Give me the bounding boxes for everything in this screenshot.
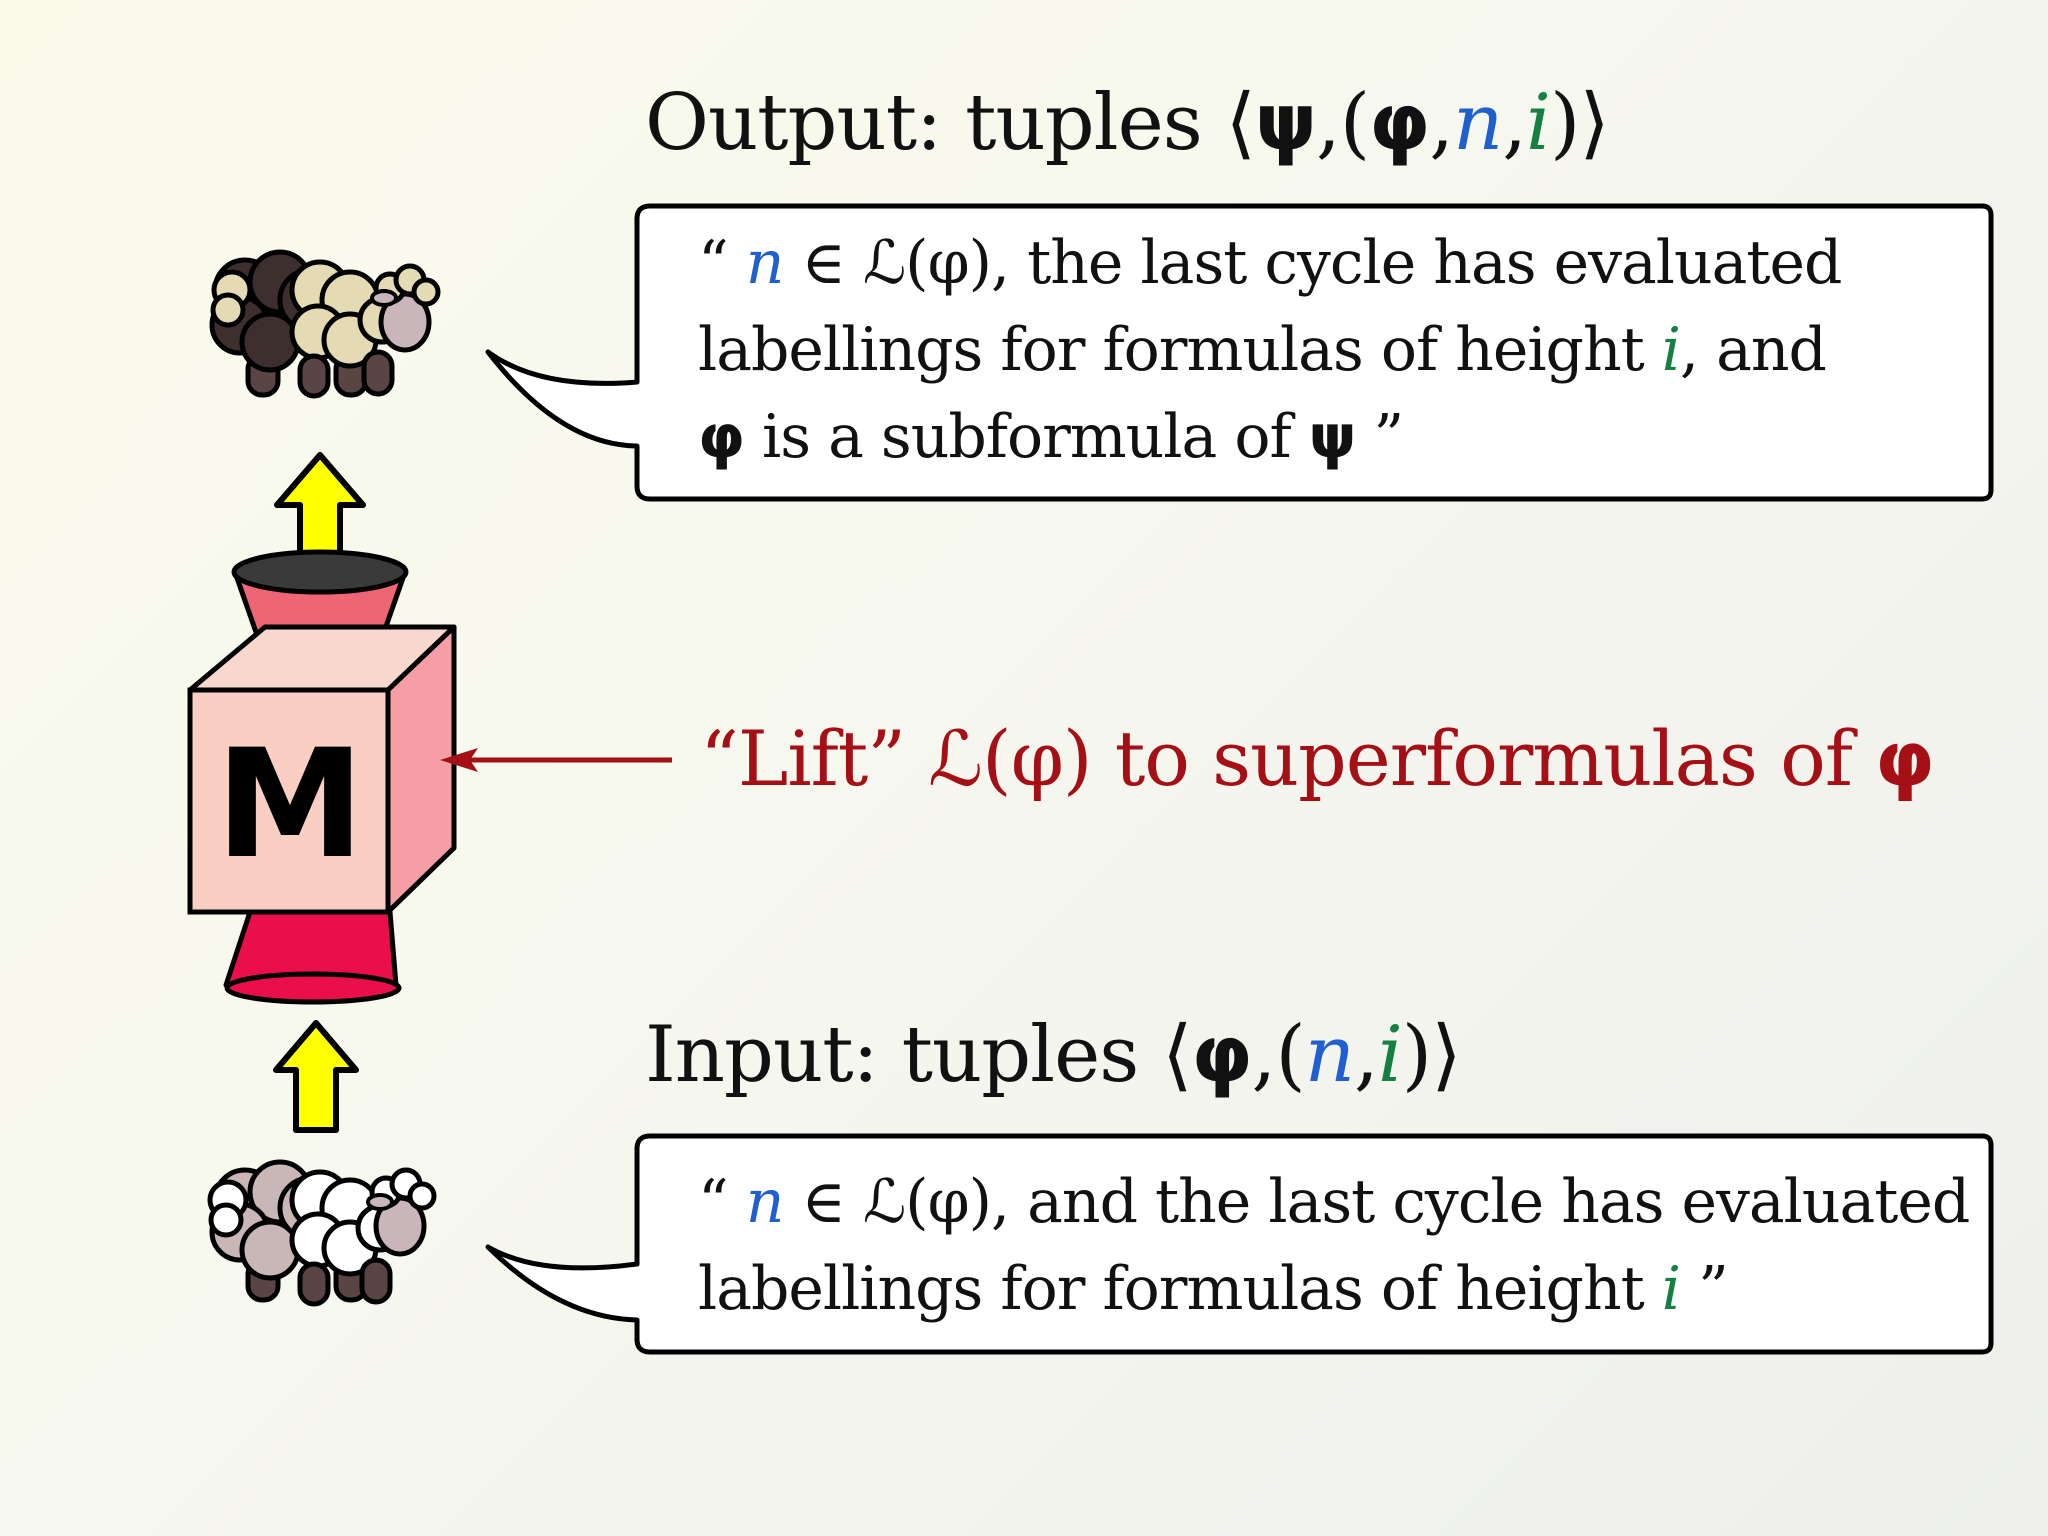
input-line-2: labellings for formulas of height i ”: [698, 1246, 1969, 1333]
output-line-2-text: labellings for formulas of height: [698, 315, 1662, 385]
input-line-2-i: i: [1661, 1254, 1681, 1324]
output-heading-text: Output: tuples: [645, 78, 1203, 168]
input-tuple-phi: φ: [1191, 1010, 1253, 1100]
light-sheep-icon: [207, 1159, 437, 1307]
input-heading-text: Input: tuples: [645, 1010, 1139, 1100]
output-line-1-text: ℒ(φ), the last cycle has evaluated: [862, 228, 1842, 298]
lift-label-phi: φ: [1875, 714, 1934, 803]
output-line-3-phi: φ: [698, 402, 745, 472]
lift-label-text: “Lift” ℒ(φ) to superformulas of: [700, 714, 1876, 803]
output-tuple-n: n: [1452, 78, 1503, 168]
dark-sheep-icon: [209, 249, 441, 399]
input-line-2-end: ”: [1680, 1254, 1729, 1324]
input-line-1-text: ℒ(φ), and the last cycle has evaluated: [862, 1167, 1970, 1237]
output-line-3-end: ”: [1355, 402, 1404, 472]
output-line-1-in: ∈: [783, 228, 863, 298]
up-arrow-icon: [274, 452, 366, 569]
output-tuple-psi: ψ: [1255, 78, 1317, 168]
machine-box-icon: [187, 549, 457, 1005]
output-heading: Output: tuples ⟨ψ,(φ,n,i)⟩: [645, 78, 1610, 168]
input-tuple-n: n: [1304, 1010, 1355, 1100]
output-tuple-phi: φ: [1369, 78, 1430, 168]
input-line-1-n: n: [745, 1167, 785, 1237]
up-arrow-icon: [273, 1020, 359, 1133]
output-line-3-psi: ψ: [1308, 402, 1357, 472]
input-line-1: “ n ∈ ℒ(φ), and the last cycle has evalu…: [698, 1167, 1970, 1237]
output-line-3-text: is a subformula of: [743, 402, 1309, 472]
output-tuple-i: i: [1526, 78, 1551, 168]
input-heading: Input: tuples ⟨φ,(n,i)⟩: [645, 1010, 1462, 1100]
input-line-1-in: ∈: [783, 1167, 863, 1237]
output-line-2: labellings for formulas of height i, and: [698, 307, 1841, 394]
output-line-2-i: i: [1661, 315, 1681, 385]
output-speech-bubble: [485, 203, 1994, 502]
output-line-3: φ is a subformula of ψ ”: [698, 394, 1841, 481]
output-description: “ n ∈ ℒ(φ), the last cycle has evaluated…: [698, 220, 1842, 481]
input-tuple-i: i: [1377, 1010, 1403, 1100]
output-line-2-end: , and: [1680, 315, 1827, 385]
input-description: “ n ∈ ℒ(φ), and the last cycle has evalu…: [698, 1159, 1970, 1333]
lift-label: “Lift” ℒ(φ) to superformulas of φ: [700, 714, 1935, 803]
input-line-2-text: labellings for formulas of height: [698, 1254, 1662, 1324]
lift-arrow: [440, 748, 672, 772]
input-speech-bubble: [485, 1133, 1994, 1355]
machine-label: M: [215, 718, 365, 892]
output-line-1: “ n ∈ ℒ(φ), the last cycle has evaluated: [698, 228, 1842, 298]
output-line-1-n: n: [745, 228, 785, 298]
